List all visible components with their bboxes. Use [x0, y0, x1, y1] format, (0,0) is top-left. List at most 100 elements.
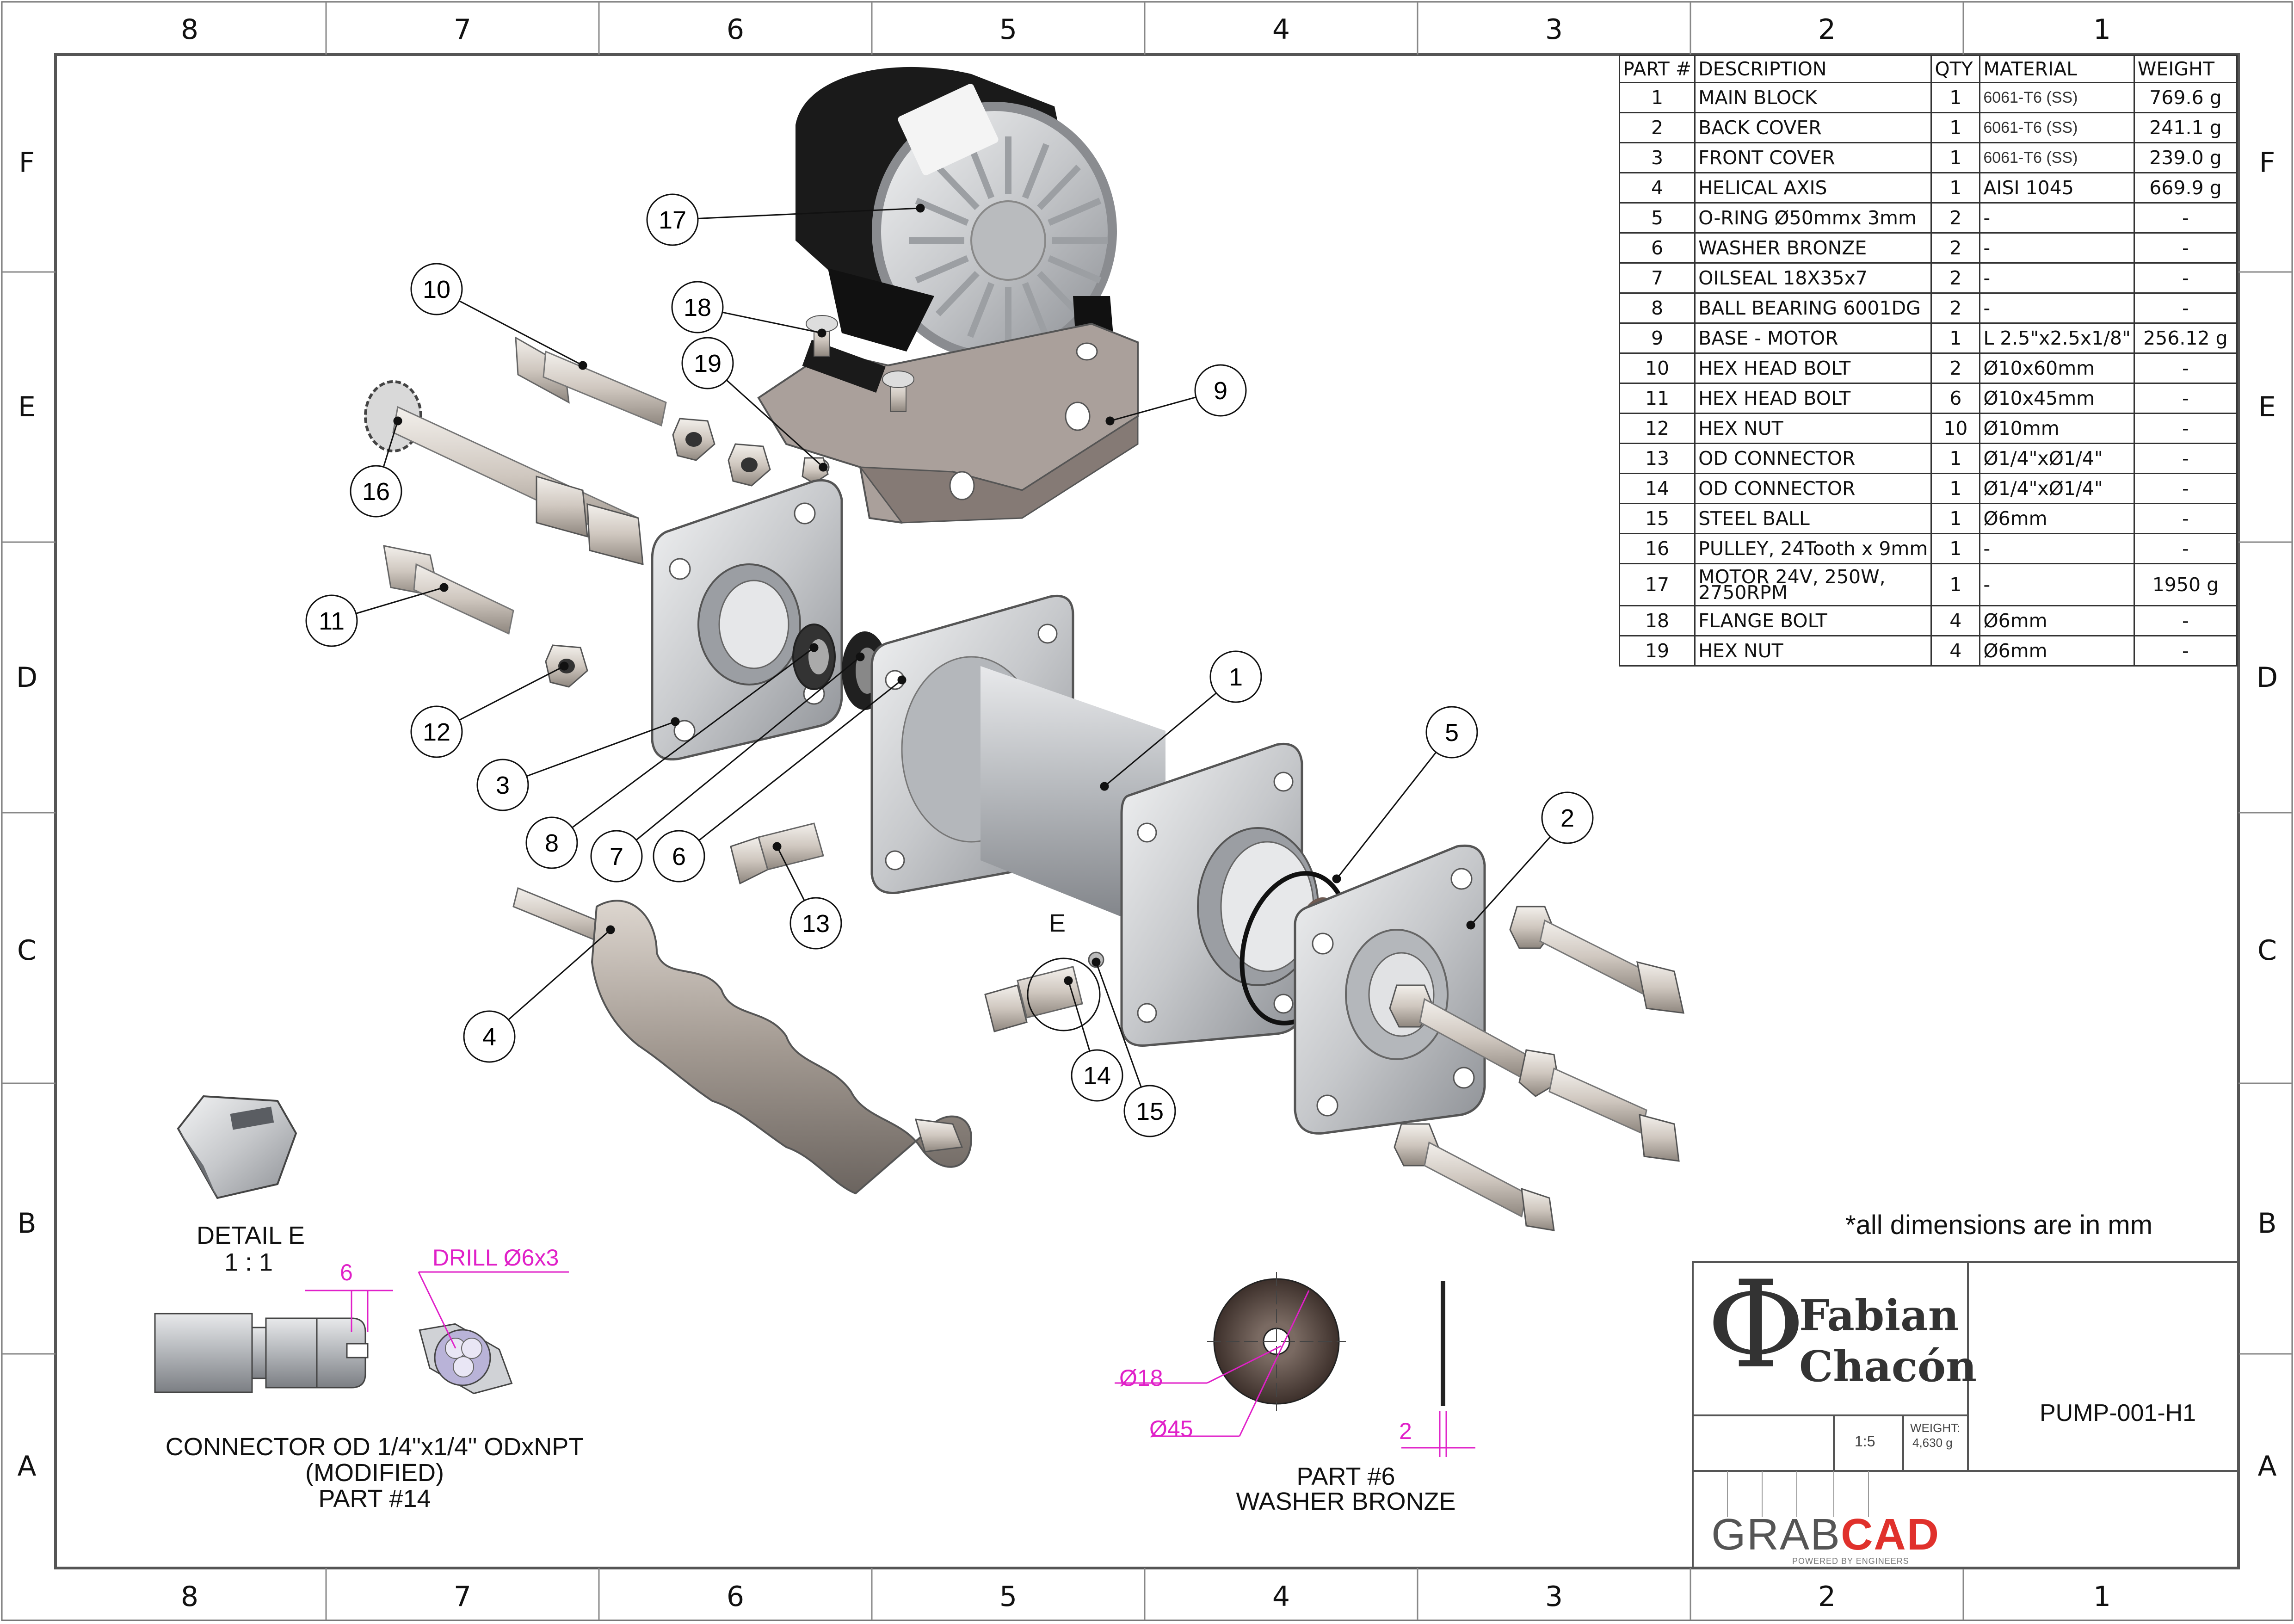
drawing-scale: 1:5: [1855, 1433, 1875, 1450]
balloon-label: 2: [1560, 804, 1574, 832]
bom-cell-weight: 669.9 g: [2133, 172, 2238, 204]
balloon-label: 8: [545, 829, 559, 857]
bom-cell-part: 15: [1618, 503, 1696, 534]
bom-cell-description: MOTOR 24V, 250W, 2750RPM: [1694, 563, 1932, 606]
detail-dimensions: [305, 1271, 569, 1349]
balloon-part-17: 17: [646, 193, 699, 246]
bom-cell-weight: -: [2133, 232, 2238, 264]
bom-cell-description: HEX HEAD BOLT: [1694, 383, 1932, 414]
balloon-part-4: 4: [463, 1010, 516, 1063]
weight-label: WEIGHT:: [1910, 1421, 1961, 1435]
author-last-name: Chacón: [1799, 1341, 1977, 1391]
balloon-part-19: 19: [681, 337, 734, 389]
detail-e-caption-line3: PART #14: [318, 1485, 431, 1513]
bom-cell-weight: -: [2133, 635, 2238, 667]
bom-cell-weight: -: [2133, 352, 2238, 384]
zone-row-label: E: [18, 391, 36, 423]
balloon-circle: [350, 465, 402, 518]
weight-value: 4,630 g: [1912, 1436, 1953, 1450]
leader-line: [572, 647, 814, 828]
bom-cell-material: -: [1979, 533, 2135, 564]
balloon-part-9: 9: [1194, 364, 1247, 417]
balloon-circle: [646, 193, 699, 246]
bom-cell-qty: 1: [1930, 443, 1981, 474]
bom-header-qty: QTY: [1930, 55, 1981, 83]
leader-line: [1470, 836, 1551, 926]
washer-caption-line1: PART #6: [1296, 1463, 1395, 1490]
back-cover-part-2: [1294, 844, 1486, 1135]
bom-cell-material: 6061-T6 (SS): [1979, 142, 2135, 173]
balloon-circle: [525, 816, 578, 869]
bom-cell-weight: -: [2133, 533, 2238, 564]
bom-cell-part: 5: [1618, 202, 1696, 234]
zone-column-label: 8: [180, 13, 199, 46]
zone-row-label: A: [17, 1450, 37, 1482]
bom-header-part: PART #: [1618, 55, 1696, 83]
bom-cell-material: Ø1/4"xØ1/4": [1979, 473, 2135, 504]
balloon-label: 15: [1136, 1098, 1164, 1125]
drawing-number: PUMP-001-H1: [2040, 1400, 2196, 1426]
bom-cell-description: BACK COVER: [1694, 112, 1932, 143]
bom-cell-material: Ø6mm: [1979, 605, 2135, 636]
leader-dot: [393, 416, 402, 426]
bom-cell-description: WASHER BRONZE: [1694, 232, 1932, 264]
bom-cell-material: -: [1979, 232, 2135, 264]
bom-cell-description: FLANGE BOLT: [1694, 605, 1932, 636]
bom-cell-part: 11: [1618, 383, 1696, 414]
balloon-part-10: 10: [410, 263, 463, 315]
zone-column-label: 7: [453, 1581, 472, 1613]
grabcad-grab: GRAB: [1711, 1510, 1841, 1559]
zone-column-label: 3: [1545, 1581, 1563, 1613]
zone-column-label: 1: [2093, 13, 2111, 46]
detail-e-caption: CONNECTOR OD 1/4"x1/4" ODxNPT (MODIFIED)…: [130, 1434, 620, 1512]
balloon-circle: [463, 1010, 516, 1063]
balloon-label: 4: [482, 1023, 496, 1051]
balloon-part-13: 13: [789, 897, 842, 950]
balloon-label: 18: [684, 294, 711, 321]
leader-line: [1095, 962, 1142, 1087]
bom-cell-material: Ø6mm: [1979, 635, 2135, 667]
bom-cell-description: OD CONNECTOR: [1694, 473, 1932, 504]
balloon-circle: [789, 897, 842, 950]
bom-cell-qty: 2: [1930, 232, 1981, 264]
bom-cell-description: BALL BEARING 6001DG: [1694, 292, 1932, 324]
balloon-label: 3: [496, 772, 510, 799]
bom-cell-qty: 1: [1930, 322, 1981, 354]
balloon-circle: [653, 830, 705, 883]
bom-cell-qty: 1: [1930, 112, 1981, 143]
leader-dot: [916, 204, 925, 213]
bom-cell-qty: 1: [1930, 503, 1981, 534]
balloon-label: 13: [802, 910, 830, 938]
balloon-label: 5: [1445, 719, 1459, 747]
author-first-name: Fabian: [1799, 1291, 1959, 1340]
bom-cell-qty: 2: [1930, 352, 1981, 384]
bolt-part-11: [383, 545, 514, 635]
callout-leaders: [356, 204, 1551, 1087]
zone-row-label: F: [2259, 147, 2276, 179]
bom-cell-description: HELICAL AXIS: [1694, 172, 1932, 204]
zone-column-label: 1: [2093, 1581, 2111, 1613]
leader-dot: [671, 717, 680, 726]
balloon-circle: [410, 263, 463, 315]
leader-line: [635, 656, 861, 841]
leader-dot: [809, 643, 819, 652]
zone-row-label: B: [17, 1207, 37, 1240]
bom-cell-qty: 1: [1930, 172, 1981, 204]
drill-note: DRILL Ø6x3: [432, 1245, 559, 1271]
bom-cell-part: 9: [1618, 322, 1696, 354]
motor-base-part-9: [757, 315, 1139, 524]
leader-line: [356, 587, 444, 614]
bom-header-weight: WEIGHT: [2133, 55, 2238, 83]
leader-dot: [1064, 976, 1073, 985]
leader-line: [1110, 396, 1196, 422]
balloon-part-2: 2: [1541, 791, 1594, 844]
